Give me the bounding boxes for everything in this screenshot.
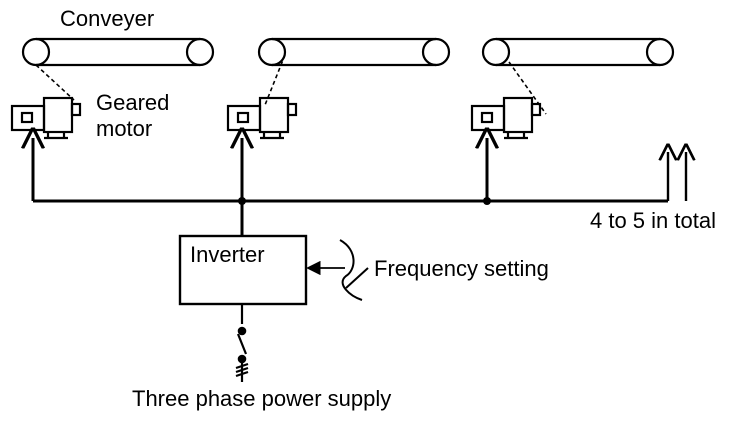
geared-motor-label-line1: Geared <box>96 90 169 115</box>
geared-motor-icon-3 <box>470 96 542 140</box>
power-supply-label: Three phase power supply <box>132 386 391 411</box>
power-switch-icon <box>235 304 249 382</box>
junction-dot-2 <box>483 197 491 205</box>
belt-drive-link-3 <box>508 61 547 115</box>
frequency-setting-label: Frequency setting <box>374 256 549 281</box>
frequency-knob-stroke <box>345 267 369 289</box>
geared-motor-icon-1 <box>10 96 82 140</box>
conveyer-label: Conveyer <box>60 6 154 31</box>
conveyor-1 <box>21 37 215 67</box>
belt-drive-link-2 <box>264 54 286 106</box>
inverter-label: Inverter <box>190 242 265 267</box>
conveyor-2 <box>257 37 451 67</box>
geared-motor-icon-2 <box>226 96 298 140</box>
geared-motor-label-line2: motor <box>96 116 152 141</box>
conveyor-3 <box>481 37 675 67</box>
frequency-knob-icon <box>339 239 363 301</box>
total-count-label: 4 to 5 in total <box>590 208 716 233</box>
belt-drive-link-1 <box>35 64 75 101</box>
